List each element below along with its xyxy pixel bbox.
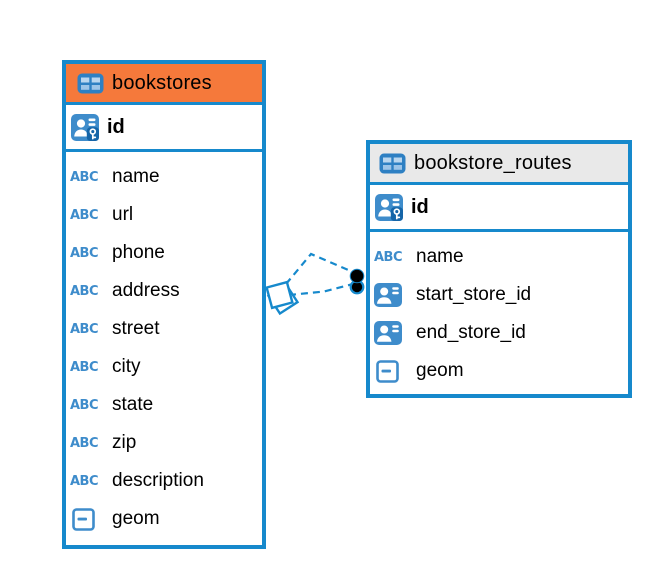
geometry-type-icon — [70, 507, 106, 531]
column-row-phone[interactable]: ABC phone — [70, 234, 262, 272]
column-row-name[interactable]: ABC name — [70, 158, 262, 196]
table-icon — [378, 153, 406, 174]
column-row-state[interactable]: ABC state — [70, 386, 262, 424]
column-label: url — [112, 204, 134, 225]
table-bookstore-routes[interactable]: bookstore_routes id ABC name — [366, 140, 632, 398]
column-list: ABC name start_store_id — [370, 232, 628, 390]
column-label: state — [112, 394, 154, 415]
text-type-icon: ABC — [70, 245, 99, 261]
relationship-edge-upper — [285, 252, 354, 285]
relationship-edge-lower — [288, 282, 354, 297]
foreign-key-icon — [374, 283, 410, 307]
foreign-key-icon — [374, 321, 410, 345]
column-row-end-store-id[interactable]: end_store_id — [374, 314, 628, 352]
text-type-icon: ABC — [70, 169, 99, 185]
table-bookstores-header[interactable]: bookstores — [66, 64, 262, 105]
column-label: name — [112, 166, 160, 187]
column-row-start-store-id[interactable]: start_store_id — [374, 276, 628, 314]
column-label: geom — [416, 360, 464, 381]
text-type-icon: ABC — [70, 207, 99, 223]
table-name: bookstores — [112, 71, 212, 94]
column-label: address — [112, 280, 180, 301]
text-type-icon: ABC — [374, 249, 403, 265]
column-row-geom[interactable]: geom — [374, 352, 628, 390]
table-icon — [76, 73, 104, 94]
column-row-description[interactable]: ABC description — [70, 462, 262, 500]
column-row-address[interactable]: ABC address — [70, 272, 262, 310]
column-row-name[interactable]: ABC name — [374, 238, 628, 276]
column-label: zip — [112, 432, 137, 453]
table-bookstores[interactable]: bookstores id ABC name — [62, 60, 266, 549]
primary-key-label: id — [107, 115, 125, 138]
column-row-zip[interactable]: ABC zip — [70, 424, 262, 462]
primary-key-row-id[interactable]: id — [66, 105, 262, 152]
column-label: city — [112, 356, 141, 377]
table-bookstore-routes-header[interactable]: bookstore_routes — [370, 144, 628, 185]
column-label: description — [112, 470, 204, 491]
relationship-edges[interactable] — [285, 252, 354, 297]
relationship-dot-marker[interactable] — [349, 268, 365, 295]
primary-key-row-id[interactable]: id — [370, 185, 628, 232]
text-type-icon: ABC — [70, 321, 99, 337]
geometry-type-icon — [374, 359, 410, 383]
text-type-icon: ABC — [70, 359, 99, 375]
column-label: phone — [112, 242, 165, 263]
column-list: ABC name ABC url ABC phone ABC address A… — [66, 152, 262, 538]
primary-key-icon — [375, 193, 404, 221]
primary-key-icon — [71, 113, 100, 141]
column-row-url[interactable]: ABC url — [70, 196, 262, 234]
column-label: street — [112, 318, 160, 339]
column-row-street[interactable]: ABC street — [70, 310, 262, 348]
primary-key-label: id — [411, 195, 429, 218]
text-type-icon: ABC — [70, 397, 99, 413]
relationship-square-marker[interactable] — [265, 280, 300, 316]
text-type-icon: ABC — [70, 283, 99, 299]
column-label: geom — [112, 508, 160, 529]
table-name: bookstore_routes — [414, 151, 572, 174]
column-row-city[interactable]: ABC city — [70, 348, 262, 386]
column-label: name — [416, 246, 464, 267]
column-label: end_store_id — [416, 322, 526, 343]
text-type-icon: ABC — [70, 435, 99, 451]
text-type-icon: ABC — [70, 473, 99, 489]
column-row-geom[interactable]: geom — [70, 500, 262, 538]
column-label: start_store_id — [416, 284, 532, 305]
